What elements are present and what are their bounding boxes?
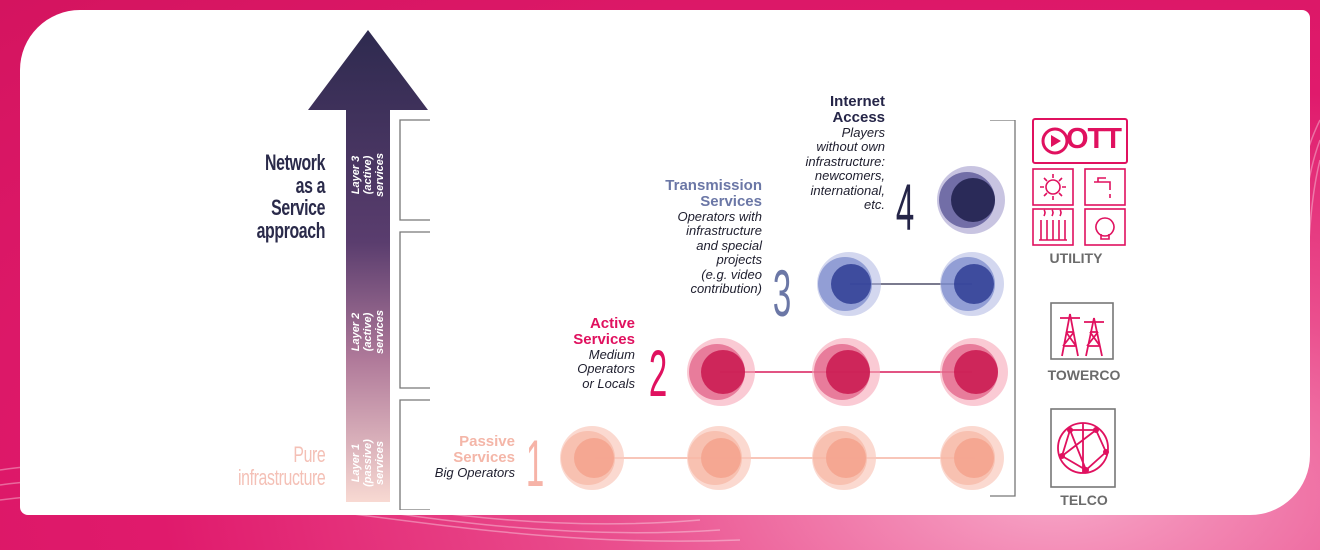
service-number-4: 4 [895,170,915,244]
utility-label: UTILITY [1049,250,1103,266]
service-number-1: 1 [525,426,545,500]
towerco-label: TOWERCO [1047,367,1121,383]
passive-node-3 [812,426,876,490]
active-node-2 [812,338,880,406]
active-services-title: Active Services [573,315,635,348]
transmission-node-2 [940,252,1004,316]
transmission-services-title: Transmission Services [665,177,762,210]
transmission-services-text: Transmission Services Operators with inf… [630,178,762,297]
transmission-node-1 [817,252,881,316]
pure-infrastructure-label: Pure infrastructure [237,442,326,490]
diagram-panel: Layer 3 (active) services Layer 2 (activ… [20,10,1310,515]
active-services-text: Active Services Medium Operators or Loca… [525,316,635,391]
active-node-3 [940,338,1008,406]
layers-arrow [308,30,428,502]
transmission-services-description: Operators with infrastructure and specia… [677,208,762,297]
right-bracket [990,120,1016,497]
passive-node-4 [940,426,1004,490]
internet-access-title: Internet Access [829,93,885,126]
passive-services-title: Passive Services [453,433,515,466]
active-node-1 [687,338,755,406]
sun-icon [1032,168,1074,206]
tap-icon [1084,168,1126,206]
naas-label: Network as a Service approach [256,150,326,243]
internet-node-1 [937,166,1005,234]
passive-node-2 [687,426,751,490]
internet-access-description: Players without own infrastructure: newc… [805,124,885,213]
lightbulb-icon [1084,208,1126,246]
radiator-icon [1032,208,1074,246]
internet-access-text: Internet Access Players without own infr… [760,94,885,213]
service-number-3: 3 [772,256,792,330]
play-icon [1041,127,1069,155]
service-number-2: 2 [648,336,668,410]
ott-icon-box: OTT [1032,118,1128,164]
tower-icon [1050,302,1114,360]
network-globe-icon [1050,408,1116,488]
passive-node-1 [560,426,624,490]
layer-brackets [399,119,430,510]
passive-services-text: Passive Services Big Operators [400,434,515,480]
passive-services-description: Big Operators [434,464,515,480]
utility-icons [1032,168,1126,246]
ott-label: OTT [1066,123,1122,155]
active-services-description: Medium Operators or Locals [577,346,635,391]
telco-label: TELCO [1060,492,1108,508]
